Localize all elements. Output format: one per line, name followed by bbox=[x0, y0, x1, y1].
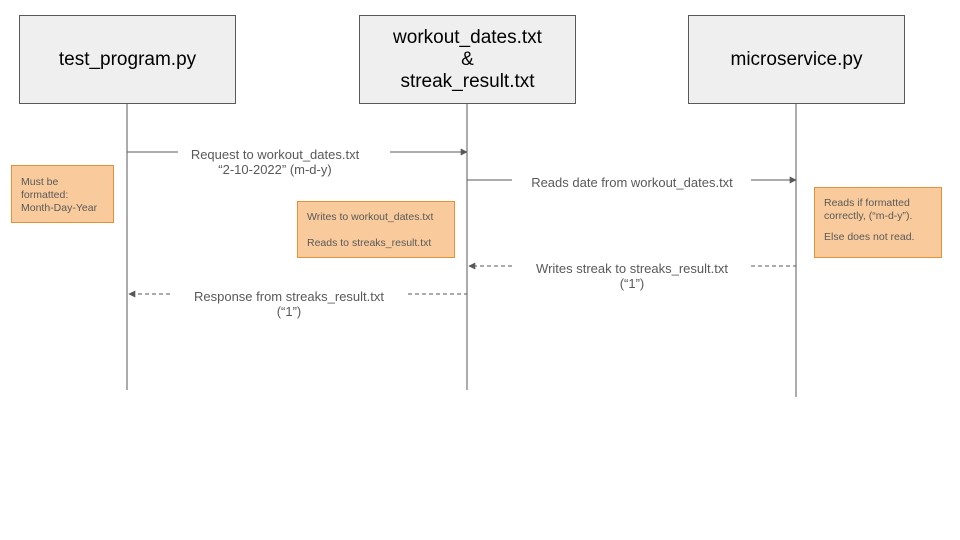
note-line3: Else does not read. bbox=[824, 231, 915, 243]
note-line2: formatted: bbox=[21, 189, 69, 201]
note-line2: correctly, (“m-d-y”). bbox=[824, 210, 913, 222]
writes-streak-message-label: Writes streak to streaks_result.txt (“1”… bbox=[517, 261, 747, 291]
response-message-label: Response from streaks_result.txt (“1”) bbox=[175, 289, 403, 319]
participant-test-program: test_program.py bbox=[19, 15, 236, 104]
participant-label: test_program.py bbox=[58, 48, 197, 70]
message-line1: Response from streaks_result.txt bbox=[193, 289, 385, 304]
participant-label-line1: workout_dates.txt bbox=[393, 26, 542, 48]
microservice-note: Reads if formatted correctly, (“m-d-y”).… bbox=[814, 187, 942, 258]
participant-label: microservice.py bbox=[730, 48, 863, 70]
message-line2: “2-10-2022” (m-d-y) bbox=[218, 162, 332, 177]
participant-files: workout_dates.txt & streak_result.txt bbox=[359, 15, 576, 104]
message-line2: (“1”) bbox=[276, 304, 302, 319]
participant-microservice: microservice.py bbox=[688, 15, 905, 104]
message-line1: Request to workout_dates.txt bbox=[190, 147, 360, 162]
message-line2: (“1”) bbox=[619, 276, 645, 291]
note-line1: Must be bbox=[21, 176, 59, 188]
participant-label-line2: & bbox=[461, 48, 474, 70]
note-line2: Reads to streaks_result.txt bbox=[307, 237, 432, 249]
note-line3: Month-Day-Year bbox=[21, 202, 98, 214]
message-line1: Reads date from workout_dates.txt bbox=[531, 175, 733, 190]
format-note: Must be formatted: Month-Day-Year bbox=[11, 165, 114, 223]
message-line1: Writes streak to streaks_result.txt bbox=[536, 261, 728, 276]
participant-label-line3: streak_result.txt bbox=[400, 70, 535, 92]
note-line1: Reads if formatted bbox=[824, 197, 910, 209]
reads-date-message-label: Reads date from workout_dates.txt bbox=[517, 175, 747, 190]
note-line1: Writes to workout_dates.txt bbox=[307, 211, 434, 223]
files-note: Writes to workout_dates.txt Reads to str… bbox=[297, 201, 455, 258]
request-message-label: Request to workout_dates.txt “2-10-2022”… bbox=[170, 147, 380, 177]
